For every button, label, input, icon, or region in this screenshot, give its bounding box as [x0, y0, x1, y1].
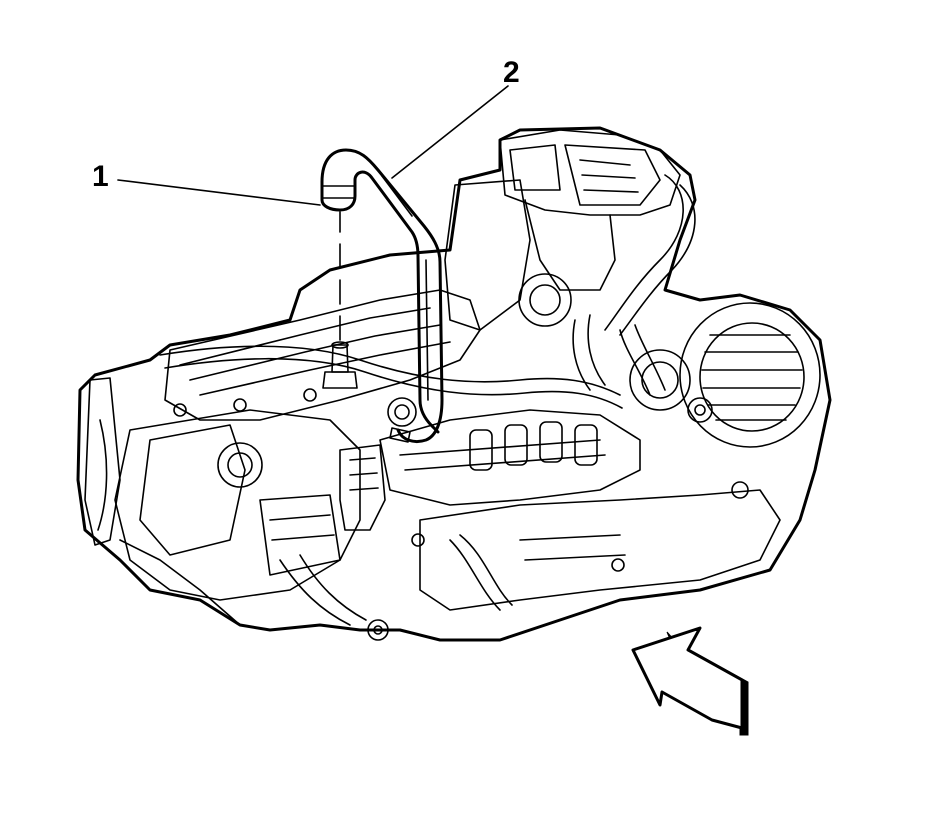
alternator	[629, 302, 821, 448]
view-direction-arrow-icon	[631, 626, 749, 736]
callout-1-label: 1	[92, 160, 109, 193]
callout-2-leader	[391, 85, 509, 179]
pcv-hose-icon	[320, 148, 444, 444]
pcv-valve-fitting	[322, 341, 358, 389]
callout-1-leader	[117, 179, 321, 206]
callout-2-label: 2	[503, 56, 520, 89]
engine-illustration	[76, 126, 832, 642]
